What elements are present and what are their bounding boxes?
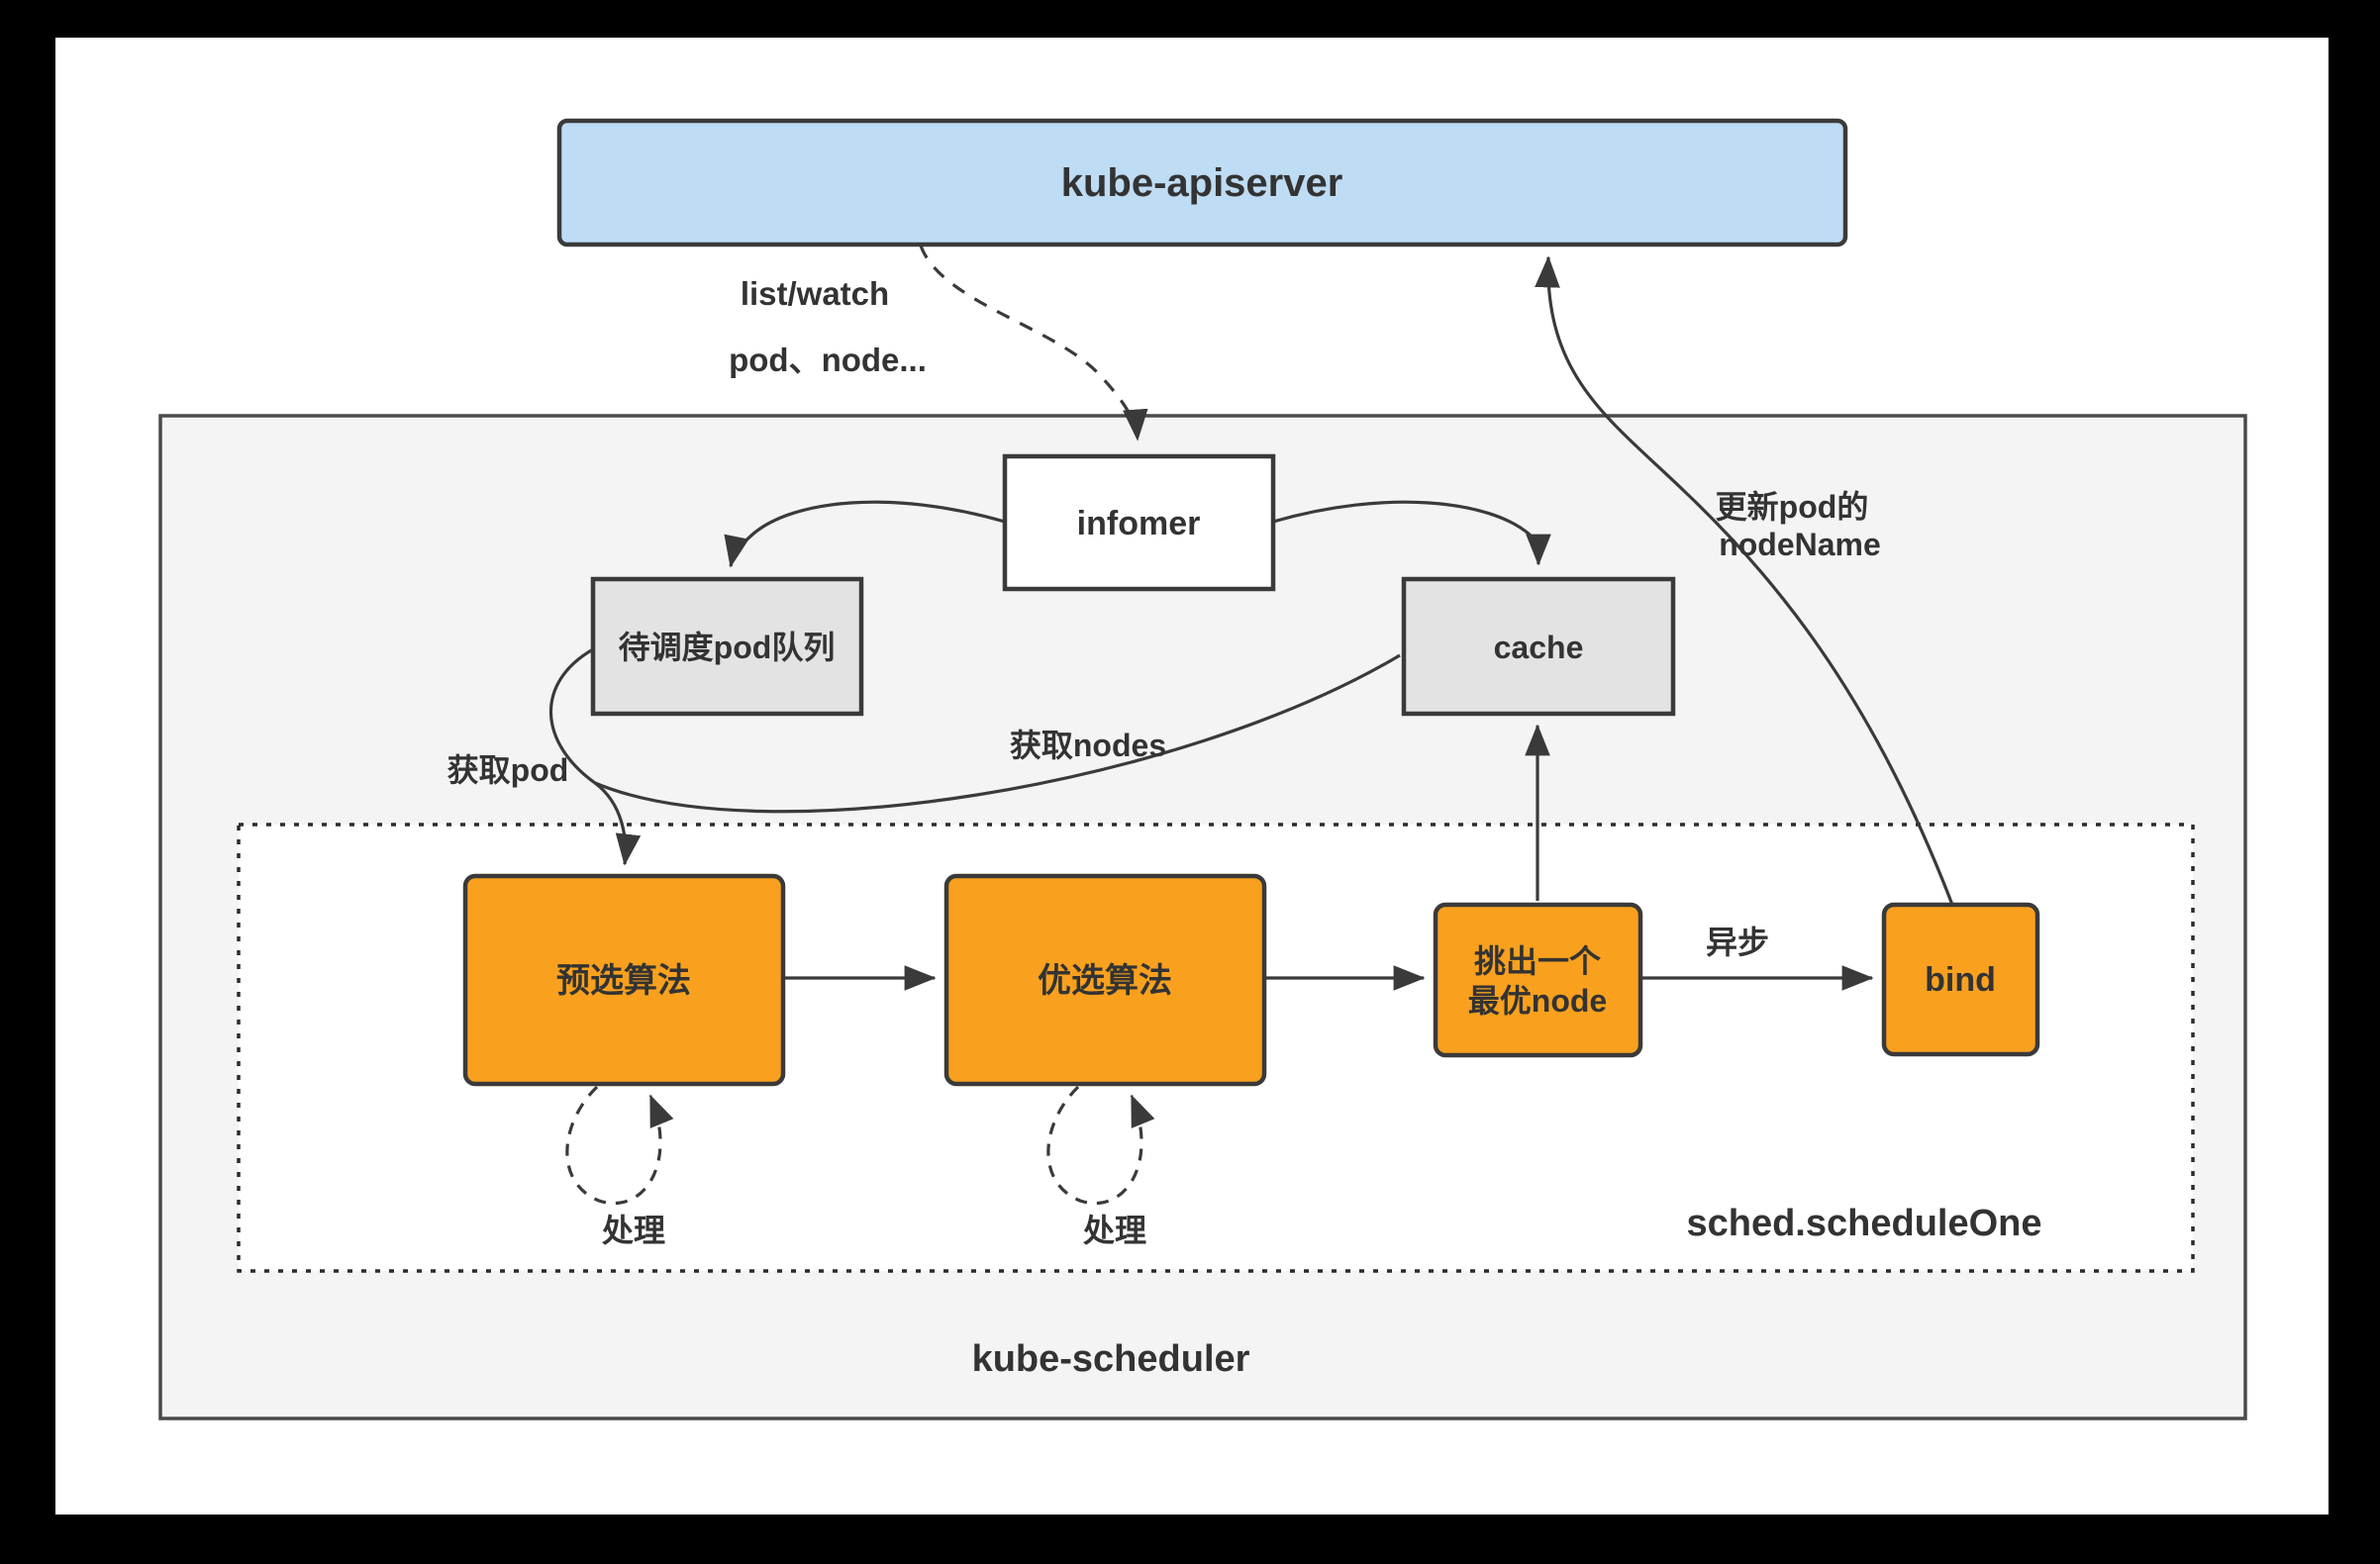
pick-best-node-label-line2: 最优node <box>1468 983 1607 1019</box>
list-watch-label-line2: pod、node... <box>729 342 927 378</box>
edge-apiserver-to-infomer <box>919 244 1148 441</box>
update-nodename-label-line2: nodeName <box>1719 527 1881 562</box>
get-pod-label: 获取pod <box>447 752 569 788</box>
kube-scheduler-label: kube-scheduler <box>972 1338 1250 1380</box>
apiserver-label: kube-apiserver <box>1061 161 1343 205</box>
infomer-node <box>1002 453 1276 592</box>
edge-podqueue-to-predicate <box>548 647 642 866</box>
cache-node <box>1401 576 1676 717</box>
update-nodename-label-line1: 更新pod的 <box>1716 489 1869 525</box>
edge-infomer-to-cache <box>1272 500 1551 566</box>
predicate-algo-label: 预选算法 <box>556 962 691 1000</box>
list-watch-label-line1: list/watch <box>741 275 889 312</box>
pick-best-node-label-line1: 挑出一个 <box>1474 943 1601 979</box>
pod-queue-label: 待调度pod队列 <box>619 630 836 665</box>
edge-predicate-self-loop <box>565 1085 674 1206</box>
pick-best-node-node <box>1433 902 1643 1058</box>
edge-bind-to-apiserver <box>1535 255 1954 906</box>
priority-algo-node <box>943 873 1267 1087</box>
edge-infomer-to-podqueue <box>724 500 1006 568</box>
async-label: 异步 <box>1706 925 1769 960</box>
priority-algo-label: 优选算法 <box>1038 962 1172 1000</box>
process-label-priority: 处理 <box>1082 1213 1146 1248</box>
predicate-algo-node <box>462 873 786 1087</box>
cache-label: cache <box>1494 630 1584 665</box>
pod-queue-node <box>590 576 864 717</box>
bind-node <box>1881 902 2040 1057</box>
bind-label: bind <box>1925 961 1996 999</box>
edge-getnodes-to-cache <box>594 653 1401 814</box>
sched-scheduleone-label: sched.scheduleOne <box>1686 1203 2041 1244</box>
edge-priority-self-loop <box>1046 1085 1155 1206</box>
apiserver-node <box>556 118 1848 247</box>
get-nodes-label: 获取nodes <box>1010 728 1166 763</box>
process-label-predicate: 处理 <box>601 1213 665 1248</box>
infomer-label: infomer <box>1077 505 1201 542</box>
